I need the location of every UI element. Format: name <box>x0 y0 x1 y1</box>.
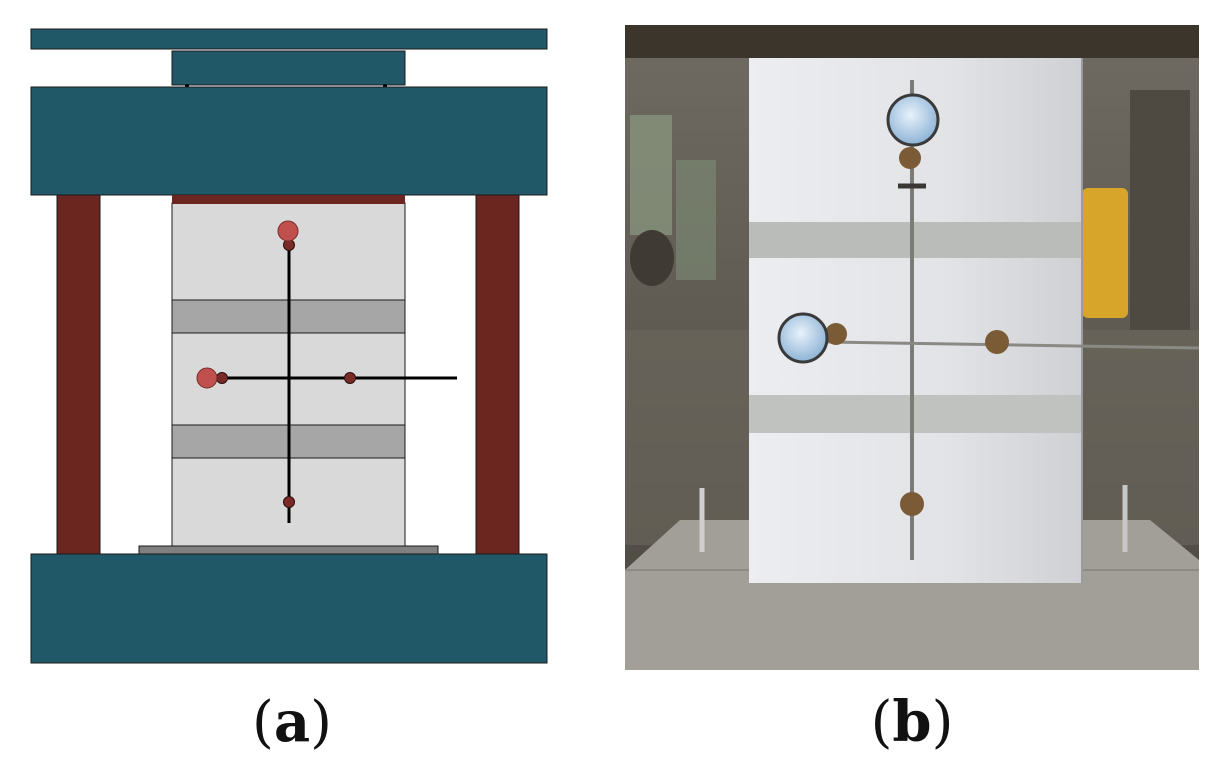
caption-letter: a <box>273 689 311 755</box>
dial-gauge-icon <box>196 367 218 389</box>
gauge-point-icon <box>825 323 847 345</box>
upper-crosshead <box>30 86 548 196</box>
test-photograph <box>625 25 1200 670</box>
gauge-point-icon <box>899 147 921 169</box>
photo-horizontal-rod <box>827 340 1200 350</box>
schematic-test-setup <box>30 28 548 664</box>
caption-close-paren: ) <box>310 690 332 755</box>
load-cell-block <box>171 50 406 86</box>
caption-close-paren: ) <box>931 690 954 755</box>
background-yellow-cylinder <box>1082 188 1128 318</box>
gauge-point-icon <box>900 492 924 516</box>
gauge-point-icon <box>283 496 295 508</box>
dial-gauge-icon <box>777 312 829 364</box>
dial-gauge-icon <box>886 93 940 147</box>
photo-mortar-joint-upper <box>749 222 1082 258</box>
top-bearing-plate <box>172 195 405 204</box>
caption-open-paren: ( <box>870 690 893 755</box>
background-boards-left-2 <box>676 160 716 280</box>
photo-mortar-joint-lower <box>749 395 1082 433</box>
gauge-point-icon <box>985 330 1009 354</box>
caption-letter: b <box>892 689 932 755</box>
gauge-point-icon <box>216 372 228 384</box>
top-loading-plate <box>30 28 548 50</box>
gauge-point-icon <box>344 372 356 384</box>
background-shelf-right <box>1130 90 1190 330</box>
background-boards-left <box>630 115 672 235</box>
right-frame-column <box>475 194 520 555</box>
lower-platen <box>30 553 548 664</box>
dial-gauge-icon <box>277 220 299 242</box>
caption-panel-b: (b) <box>812 682 1012 762</box>
left-frame-column <box>56 194 101 555</box>
caption-panel-a: (a) <box>192 682 392 762</box>
caption-open-paren: ( <box>251 690 274 755</box>
background-coil <box>630 230 674 286</box>
overhead-beam <box>625 25 1199 58</box>
